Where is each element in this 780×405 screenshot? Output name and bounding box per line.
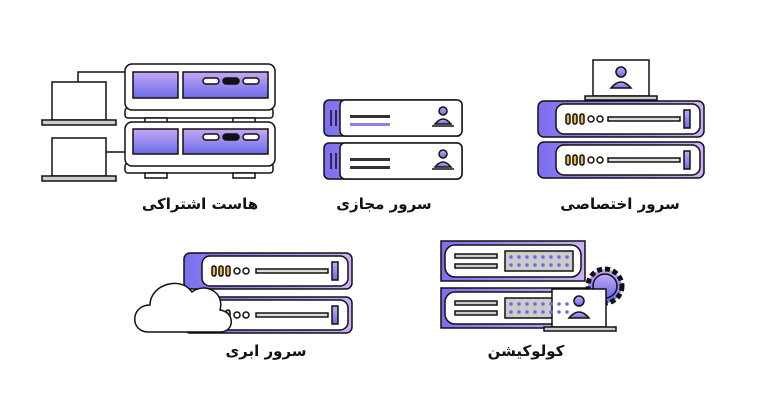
- server-unit: [124, 121, 276, 179]
- port-dot: [541, 310, 545, 314]
- monitor-icon: [584, 59, 658, 101]
- led-dots: [509, 255, 569, 314]
- port-dot: [549, 263, 553, 267]
- server-unit: [124, 63, 276, 124]
- server-unit: [183, 252, 353, 290]
- label-colocation: کولوکیشن: [487, 342, 565, 360]
- port-dot: [549, 255, 553, 259]
- port-dot: [565, 302, 569, 306]
- label-cloud: سرور ابری: [225, 342, 307, 360]
- port-dot: [533, 263, 537, 267]
- port-dot: [533, 310, 537, 314]
- port-dot: [549, 310, 553, 314]
- port-dot: [557, 263, 561, 267]
- server-unit: [323, 142, 463, 180]
- port-dot: [509, 310, 513, 314]
- port-dot: [565, 255, 569, 259]
- port-dot: [517, 310, 521, 314]
- port-dot: [541, 302, 545, 306]
- laptop-icon: [41, 81, 117, 126]
- port-dot: [541, 255, 545, 259]
- port-dot: [525, 255, 529, 259]
- port-dot: [509, 302, 513, 306]
- server-unit: [323, 99, 463, 137]
- gear-icon: [585, 266, 625, 306]
- cloud-icon: [134, 282, 232, 333]
- label-vps: سرور مجازی: [336, 195, 432, 213]
- cloud-server-illustration: [134, 252, 353, 334]
- server-unit: [440, 240, 586, 282]
- laptop-icon: [41, 137, 117, 182]
- port-dot: [533, 255, 537, 259]
- label-dedicated: سرور اختصاصی: [560, 195, 680, 213]
- port-dot: [549, 302, 553, 306]
- port-dot: [517, 263, 521, 267]
- port-dot: [565, 263, 569, 267]
- port-dot: [557, 255, 561, 259]
- port-dot: [509, 255, 513, 259]
- port-dot: [557, 310, 561, 314]
- port-dot: [517, 302, 521, 306]
- dedicated-server-illustration: [537, 59, 705, 179]
- laptop-icon: [543, 288, 617, 332]
- server-unit: [537, 141, 705, 179]
- colocation-illustration: [440, 240, 625, 332]
- port-dot: [565, 310, 569, 314]
- vps-illustration: [323, 99, 463, 180]
- port-dot: [525, 310, 529, 314]
- port-dot: [541, 263, 545, 267]
- port-dot: [517, 255, 521, 259]
- port-dot: [525, 263, 529, 267]
- port-dot: [525, 302, 529, 306]
- shared-hosting-illustration: [41, 63, 276, 182]
- port-dot: [557, 302, 561, 306]
- port-dot: [533, 302, 537, 306]
- label-shared-hosting: هاست اشتراکی: [141, 195, 259, 213]
- port-dot: [509, 263, 513, 267]
- server-unit: [537, 100, 705, 138]
